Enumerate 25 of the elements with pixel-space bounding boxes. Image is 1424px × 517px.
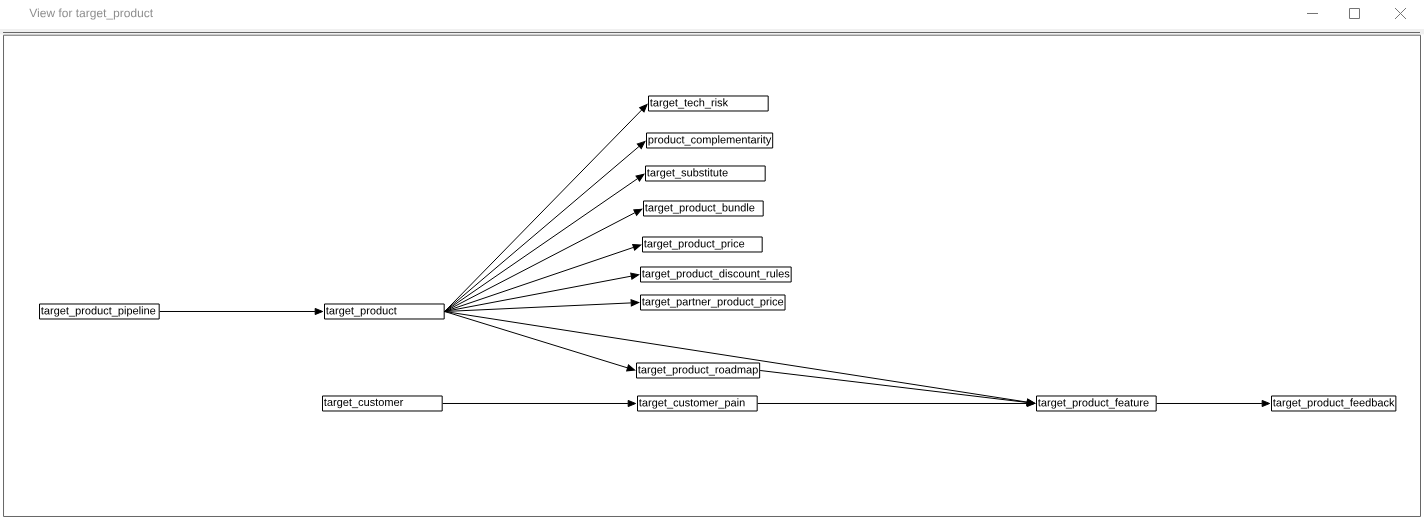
arrow xyxy=(759,370,1036,406)
node-box: target_product_discount_rules xyxy=(640,266,792,283)
arrow xyxy=(444,311,636,372)
arrow xyxy=(1156,399,1271,408)
node-box: target_product xyxy=(324,303,445,320)
node-box: target_product_feature xyxy=(1036,395,1157,412)
node-box: target_product_roadmap xyxy=(636,362,761,379)
window-title: View for target_product xyxy=(29,8,153,20)
arrow xyxy=(159,307,324,316)
node-box: target_customer_pain xyxy=(637,395,758,412)
node-box: target_partner_product_price xyxy=(640,294,786,311)
arrow xyxy=(757,399,1036,408)
node-box: target_product_price xyxy=(642,236,763,253)
node-box: target_substitute xyxy=(645,165,766,182)
node-box: target_tech_risk xyxy=(648,95,769,112)
arrow xyxy=(444,140,646,312)
node-box: target_product_feedback xyxy=(1271,395,1397,412)
arrow xyxy=(444,272,640,312)
node-box: product_complementarity xyxy=(646,132,774,149)
arrow xyxy=(444,208,643,312)
node-box: target_product_pipeline xyxy=(39,303,160,320)
node-box: target_customer xyxy=(322,395,443,412)
node-box: target_product_bundle xyxy=(643,200,764,217)
arrow xyxy=(442,399,637,408)
arrow xyxy=(444,173,645,312)
